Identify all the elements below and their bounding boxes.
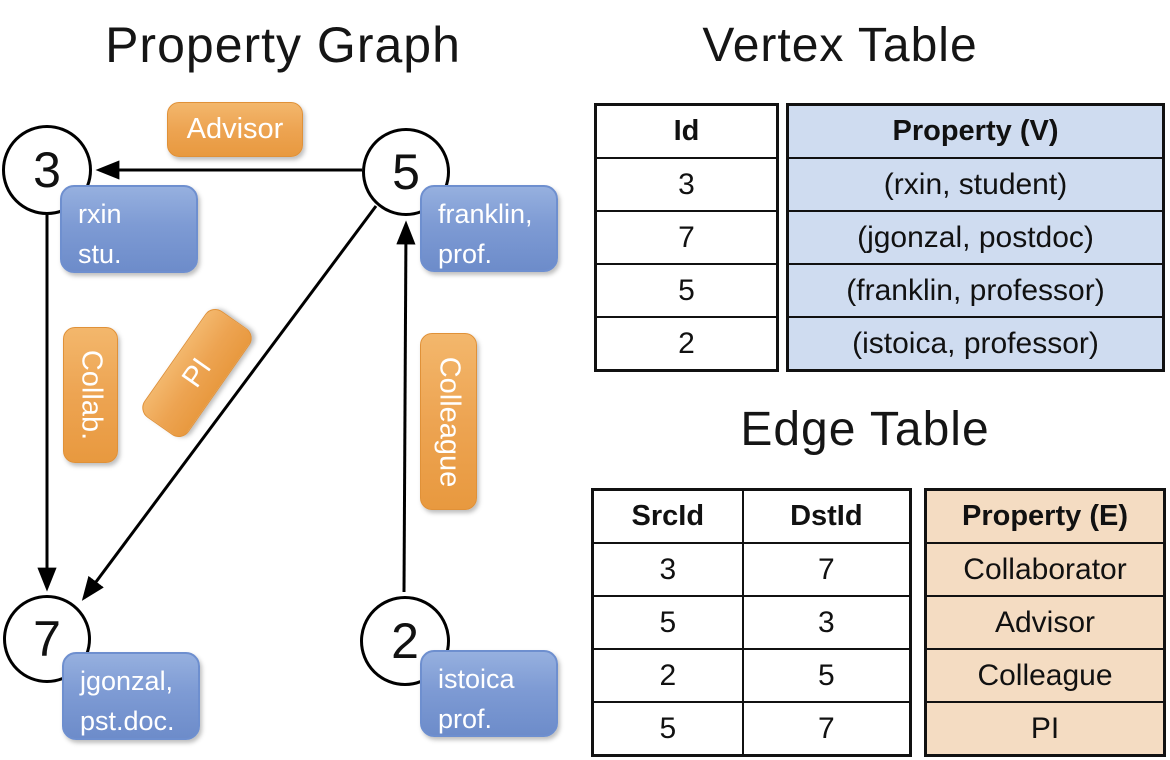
node-5: 5 bbox=[362, 128, 450, 216]
edge-table-dst-cell: 7 bbox=[817, 711, 835, 745]
node-2: 2 bbox=[360, 596, 450, 686]
node-7-id: 7 bbox=[33, 611, 61, 667]
vertex-box-istoica-line1: istoica bbox=[438, 664, 515, 694]
edge-label-advisor: Advisor bbox=[167, 102, 303, 157]
vertex-table-property-cell: (istoica, professor) bbox=[789, 316, 1162, 369]
edge-table-property-cell: Collaborator bbox=[927, 542, 1163, 595]
vertex-table-id-cell: 2 bbox=[597, 316, 776, 369]
node-2-id: 2 bbox=[391, 613, 419, 669]
node-3-id: 3 bbox=[33, 142, 61, 198]
edge-label-collab-text: Collab. bbox=[75, 349, 107, 441]
vertex-box-istoica-line2: prof. bbox=[438, 703, 493, 734]
vertex-table-header-property: Property (V) bbox=[892, 115, 1059, 147]
edge-table-dst-cell: 7 bbox=[817, 552, 835, 586]
vertex-box-rxin-line2: stu. bbox=[78, 238, 122, 269]
edge-table-dst-cell: 5 bbox=[817, 658, 835, 692]
edge-table-property-column: Property (E) Collaborator Advisor Collea… bbox=[924, 488, 1166, 757]
vertex-table-property-cell: (franklin, professor) bbox=[789, 263, 1162, 316]
vertex-box-franklin-line1: franklin, bbox=[438, 199, 533, 229]
edge-label-pi-text: PI bbox=[175, 352, 218, 394]
vertex-table-id-cell: 5 bbox=[597, 263, 776, 316]
edge-label-advisor-text: Advisor bbox=[186, 113, 284, 145]
edge-table-header-srcid: SrcId bbox=[594, 491, 744, 542]
edge-table-header-property: Property (E) bbox=[962, 500, 1128, 532]
edge-table-property-cell: Advisor bbox=[927, 595, 1163, 648]
edge-table-src-cell: 5 bbox=[594, 703, 744, 754]
edge-colleague-2-to-5 bbox=[396, 220, 416, 593]
vertex-box-rxin-line1: rxin bbox=[78, 199, 122, 229]
node-5-id: 5 bbox=[392, 144, 420, 200]
vertex-table-title: Vertex Table bbox=[702, 19, 978, 72]
edge-label-colleague-text: Colleague bbox=[433, 356, 465, 487]
edge-label-collab: Collab. bbox=[63, 327, 118, 463]
edge-table-header-dstid: DstId bbox=[790, 500, 863, 532]
edge-pi-5-to-7 bbox=[81, 205, 378, 601]
vertex-box-istoica: istoica prof. bbox=[420, 650, 558, 737]
vertex-table-id-cell: 7 bbox=[597, 210, 776, 263]
vertex-table-property-cell: (rxin, student) bbox=[789, 157, 1162, 210]
vertex-table-property-cell: (jgonzal, postdoc) bbox=[789, 210, 1162, 263]
vertex-table-property-column: Property (V) (rxin, student) (jgonzal, p… bbox=[786, 103, 1165, 372]
vertex-box-rxin: rxin stu. bbox=[60, 185, 198, 273]
edge-table-dst-cell: 3 bbox=[817, 605, 835, 639]
edge-table-property-cell: PI bbox=[927, 701, 1163, 754]
vertex-box-jgonzal-line2: pst.doc. bbox=[80, 705, 175, 736]
edge-label-colleague: Colleague bbox=[420, 333, 477, 510]
vertex-table-id-column: Id 3 7 5 2 bbox=[594, 103, 779, 372]
graph-edges bbox=[37, 160, 416, 601]
edge-table-src-cell: 3 bbox=[594, 544, 744, 595]
vertex-table-header-id: Id bbox=[673, 115, 700, 147]
edge-table-property-cell: Colleague bbox=[927, 648, 1163, 701]
edge-table-id-columns: SrcId DstId 3 7 5 3 2 5 5 7 bbox=[591, 488, 912, 757]
edge-table-title: Edge Table bbox=[740, 403, 990, 456]
vertex-box-franklin-line2: prof. bbox=[438, 238, 493, 269]
edge-table-src-cell: 2 bbox=[594, 650, 744, 701]
vertex-box-jgonzal: jgonzal, pst.doc. bbox=[62, 652, 200, 740]
property-graph-title: Property Graph bbox=[105, 17, 461, 73]
edge-table-src-cell: 5 bbox=[594, 597, 744, 648]
vertex-box-jgonzal-line1: jgonzal, bbox=[80, 666, 174, 696]
vertex-table-id-cell: 3 bbox=[597, 157, 776, 210]
vertex-box-franklin: franklin, prof. bbox=[420, 185, 558, 272]
